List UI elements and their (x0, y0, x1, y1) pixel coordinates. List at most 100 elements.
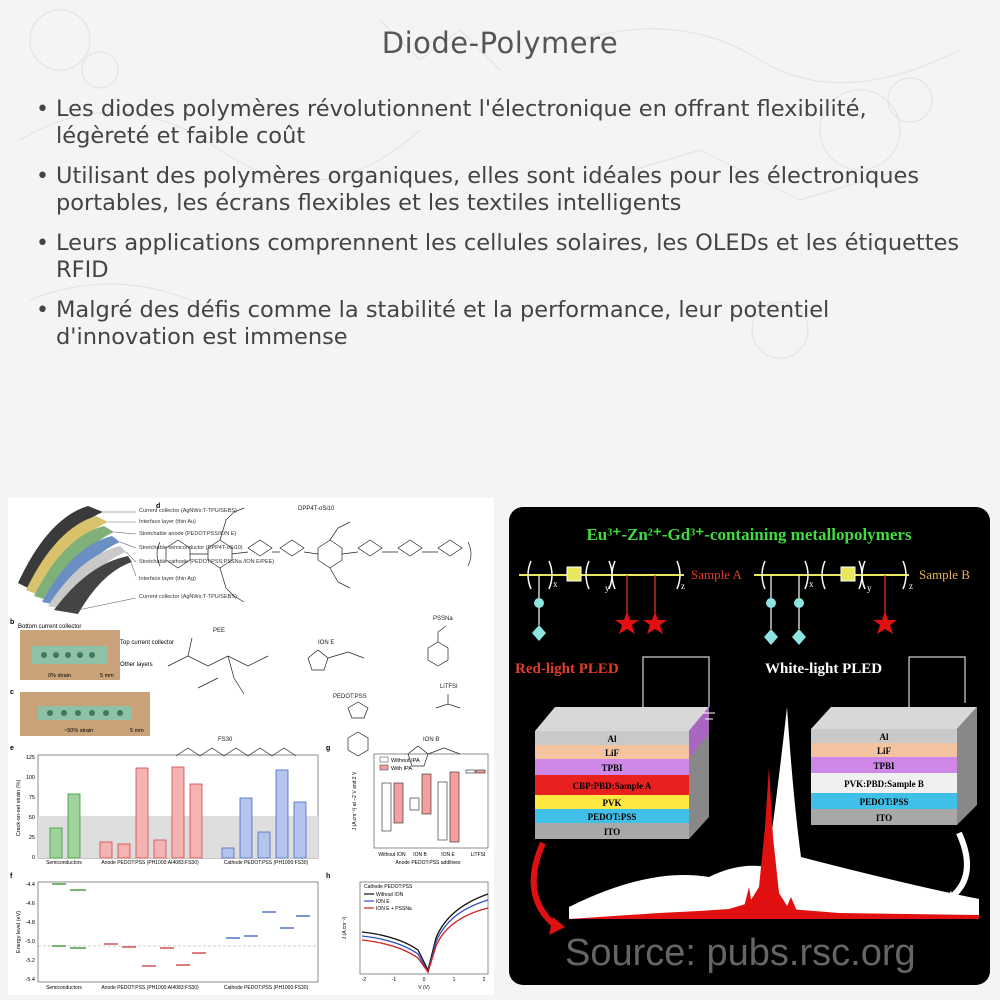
sample-b-label: Sample B (919, 567, 970, 582)
svg-text:100: 100 (26, 775, 35, 781)
svg-text:-1: -1 (392, 977, 397, 983)
svg-text:1: 1 (453, 977, 456, 983)
panel-b-label: Other layers (120, 662, 153, 668)
panel-a-layer-stack (18, 506, 137, 614)
svg-text:CBP:PBD:Sample A: CBP:PBD:Sample A (573, 781, 652, 791)
figure-title: Eu³⁺-Zn²⁺-Gd³⁺-containing metallopolymer… (586, 525, 911, 544)
red-pled-label: Red-light PLED (515, 661, 619, 677)
panel-letter: g (326, 745, 330, 752)
svg-text:125: 125 (26, 755, 35, 761)
chem-label: ION E (318, 640, 334, 646)
panel-h-chart: Cathode PEDOT:PSS Without ION ION E ION … (342, 881, 489, 991)
svg-text:PVK: PVK (603, 798, 622, 808)
bullet-list: • Les diodes polymères révolutionnent l'é… (30, 96, 960, 364)
layer-label: Current collector (AgNWs:T-TPU/SEBS) (139, 594, 237, 600)
device-stack-a: Al LiF TPBI CBP:PBD:Sample A PVK PEDOT:P… (535, 707, 709, 839)
panel-b-label: 0% strain (48, 673, 71, 679)
svg-text:V (V): V (V) (418, 985, 430, 991)
svg-text:ION E + PSSNa: ION E + PSSNa (376, 906, 412, 912)
polymer-chain-a: x y z (519, 560, 685, 641)
layer-label: Stretchable anode (PEDOT:PSS/ION E) (139, 531, 236, 537)
svg-text:Anode PEDOT:PSS additives: Anode PEDOT:PSS additives (395, 860, 461, 866)
chem-label: ION B (423, 737, 439, 743)
svg-text:TPBI: TPBI (873, 761, 895, 771)
panel-letter: d (156, 503, 160, 510)
svg-text:y: y (605, 583, 610, 593)
svg-text:ION E: ION E (376, 899, 390, 905)
svg-text:With IPA: With IPA (391, 766, 412, 772)
layer-label: Stretchable semiconductor (DPP4T-oSi10) (139, 545, 243, 551)
page-title: Diode-Polymere (381, 26, 619, 60)
background-sketch (19, 9, 961, 359)
panel-letter: b (10, 619, 14, 626)
bullet-item: • Leurs applications comprennent les cell… (30, 230, 960, 284)
svg-text:50: 50 (29, 815, 35, 821)
panel-b-label: Top current collector (120, 640, 174, 646)
panel-letter: c (10, 689, 14, 696)
bullet-text: Utilisant des polymères organiques, elle… (56, 163, 920, 216)
svg-text:J (A cm⁻²): J (A cm⁻²) (342, 916, 348, 939)
bullet-text: Les diodes polymères révolutionnent l'él… (56, 96, 867, 149)
svg-text:Anode PEDOT:PSS (PH1000:AI4083: Anode PEDOT:PSS (PH1000:AI4083:FS30) (101, 985, 199, 991)
layer-label: Current collector (AgNWs:T-TPU/SEBS) (139, 508, 237, 514)
chem-label: PEDOT:PSS (333, 694, 367, 700)
svg-text:LiF: LiF (877, 746, 892, 756)
bullet-dot: • (36, 231, 49, 256)
svg-text:2: 2 (483, 977, 486, 983)
svg-text:0: 0 (423, 977, 426, 983)
panel-c-label: ~50% strain (64, 728, 93, 734)
svg-text:Cathode PEDOT:PSS: Cathode PEDOT:PSS (364, 884, 413, 890)
bullet-text: Leurs applications comprennent les cellu… (56, 230, 960, 283)
svg-text:J (A cm⁻²) at −2 V and 2 V: J (A cm⁻²) at −2 V and 2 V (352, 771, 358, 830)
polymer-chain-b: x y z (754, 560, 913, 645)
device-stack-b: Al LiF TPBI PVK:PBD:Sample B PEDOT:PSS I… (811, 707, 977, 825)
svg-text:z: z (909, 581, 913, 591)
svg-text:PVK:PBD:Sample B: PVK:PBD:Sample B (844, 779, 924, 789)
svg-text:Cathode PEDOT:PSS (PH1000:FS30: Cathode PEDOT:PSS (PH1000:FS30) (224, 985, 309, 991)
panel-a-labels: Current collector (AgNWs:T-TPU/SEBS) Int… (139, 508, 274, 600)
svg-text:TPBI: TPBI (601, 763, 623, 773)
layer-label: Interface layer (thin Au) (139, 519, 196, 525)
scientific-figure-left: Current collector (AgNWs:T-TPU/SEBS) Int… (8, 498, 494, 995)
svg-text:-4.8: -4.8 (26, 920, 35, 926)
svg-text:x: x (809, 579, 814, 589)
svg-text:-4.4: -4.4 (26, 882, 35, 888)
panel-letter: h (326, 873, 330, 880)
svg-text:Energy level (eV): Energy level (eV) (16, 911, 22, 953)
svg-text:Without ION: Without ION (378, 852, 406, 858)
svg-text:Al: Al (608, 734, 617, 744)
svg-text:ION B: ION B (413, 852, 427, 858)
svg-text:-5.0: -5.0 (26, 939, 35, 945)
svg-text:y: y (867, 583, 872, 593)
chem-label: DPP4T-oSi10 (298, 506, 335, 512)
chem-label: PSSNa (433, 616, 453, 622)
svg-text:Without IPA: Without IPA (391, 758, 420, 764)
svg-text:PEDOT:PSS: PEDOT:PSS (860, 797, 909, 807)
svg-text:0: 0 (32, 855, 35, 861)
panel-d-structures (156, 507, 472, 767)
svg-text:Cathode PEDOT:PSS (PH1000:FS30: Cathode PEDOT:PSS (PH1000:FS30) (224, 860, 309, 866)
bullet-dot: • (36, 97, 49, 122)
bullet-item: • Utilisant des polymères organiques, ell… (30, 163, 960, 217)
svg-text:-5.2: -5.2 (26, 958, 35, 964)
bullet-dot: • (36, 164, 49, 189)
panel-c-label: 5 mm (130, 728, 144, 734)
svg-text:Without ION: Without ION (376, 892, 404, 898)
white-pled-label: White-light PLED (765, 661, 882, 677)
chem-label: FS30 (218, 737, 233, 743)
sample-a-label: Sample A (691, 567, 743, 582)
svg-text:z: z (681, 581, 685, 591)
panel-letter: e (10, 745, 14, 752)
svg-text:Semiconductors: Semiconductors (46, 860, 82, 866)
svg-text:25: 25 (29, 835, 35, 841)
chem-label: PEE (213, 628, 225, 634)
panel-letter: f (10, 873, 13, 880)
bullet-text: Malgré des défis comme la stabilité et l… (56, 297, 830, 350)
chem-label: LiTFSI (440, 684, 458, 690)
emission-spectra (569, 707, 979, 919)
svg-text:Anode PEDOT:PSS (PH1000:AI4083: Anode PEDOT:PSS (PH1000:AI4083:FS30) (101, 860, 199, 866)
svg-text:75: 75 (29, 795, 35, 801)
svg-text:-5.4: -5.4 (26, 977, 35, 983)
panel-b-label: Bottom current collector (18, 624, 81, 630)
layer-label: Stretchable cathode (PEDOT:PSS:PSSNa /IO… (139, 559, 274, 565)
